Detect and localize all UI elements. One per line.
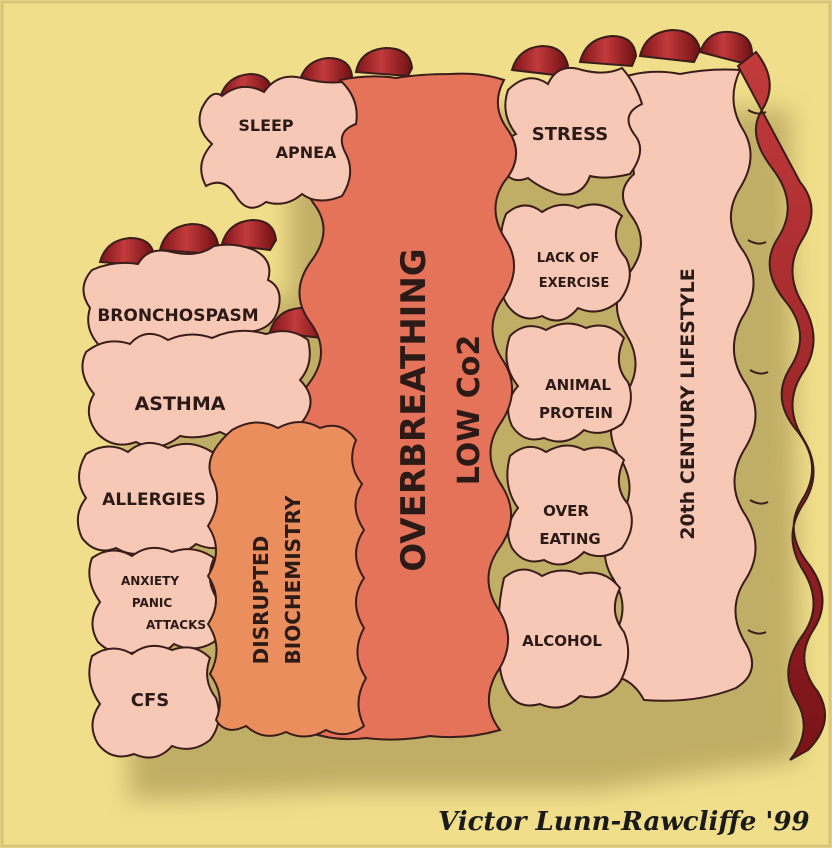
label-biochemistry: BIOCHEMISTRY (281, 495, 305, 664)
label-panic: PANIC (132, 596, 172, 610)
label-disrupted: DISRUPTED (249, 536, 273, 665)
label-eating: EATING (539, 530, 600, 548)
label-allergies: ALLERGIES (102, 490, 206, 510)
label-over: OVER (543, 502, 589, 520)
label-attacks: ATTACKS (146, 618, 206, 632)
label-animal: ANIMAL (545, 376, 611, 394)
label-lifestyle: 20th CENTURY LIFESTYLE (677, 268, 699, 539)
label-anxiety: ANXIETY (121, 574, 179, 588)
label-lack-of: LACK OF (537, 251, 599, 266)
label-apnea: APNEA (276, 143, 337, 162)
label-bronchospasm: BRONCHOSPASM (97, 306, 258, 326)
label-protein: PROTEIN (539, 404, 613, 422)
label-exercise: EXERCISE (539, 276, 609, 291)
label-overbreathing: OVERBREATHING (394, 248, 434, 571)
label-stress: STRESS (532, 124, 609, 145)
label-sleep: SLEEP (238, 116, 294, 135)
label-low-co2: LOW Co2 (452, 335, 487, 486)
label-alcohol: ALCOHOL (522, 632, 602, 650)
label-cfs: CFS (131, 690, 169, 711)
label-asthma: ASTHMA (135, 393, 226, 415)
signature: Victor Lunn-Rawcliffe '99 (438, 807, 810, 837)
